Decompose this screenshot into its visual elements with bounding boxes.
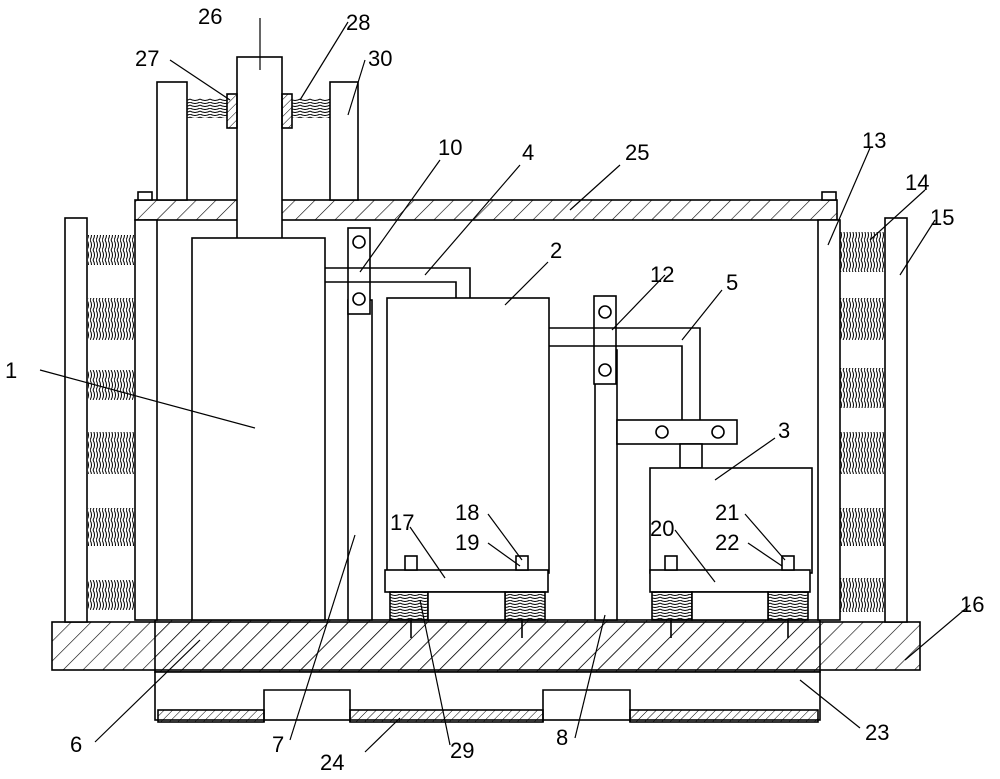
label-30: 30 [368,46,392,71]
mount-20 [649,569,811,593]
top-plate [134,199,838,221]
label-27: 27 [135,46,159,71]
bracket-12 [593,295,617,385]
label-20: 20 [650,516,674,541]
label-19: 19 [455,530,479,555]
label-17: 17 [390,510,414,535]
left-outer-post [64,217,88,623]
label-25: 25 [625,140,649,165]
label-28: 28 [346,10,370,35]
label-23: 23 [865,720,889,745]
mount-17 [384,569,549,593]
label-14: 14 [905,170,929,195]
label-1: 1 [5,358,17,383]
right-wall [817,219,841,621]
label-5: 5 [726,270,738,295]
label-2: 2 [550,238,562,263]
part-labels: 1 2 3 4 5 6 7 8 10 12 13 14 15 16 17 18 … [5,4,984,775]
module-1 [191,237,326,621]
label-10: 10 [438,135,462,160]
bracket-10 [347,227,371,315]
divider-7 [347,299,373,621]
screw-rod [236,56,283,241]
left-springs [88,235,135,610]
label-26: 26 [198,4,222,29]
pipe-4 [325,267,471,300]
label-12: 12 [650,262,674,287]
label-16: 16 [960,592,984,617]
label-15: 15 [930,205,954,230]
right-block [281,93,293,129]
divider-8 [594,349,618,621]
right-springs [840,232,885,612]
label-4: 4 [522,140,534,165]
bottom-base [154,619,821,673]
label-22: 22 [715,530,739,555]
label-6: 6 [70,732,82,757]
label-29: 29 [450,738,474,763]
right-spring-28 [292,98,330,118]
right-support [329,81,359,201]
label-18: 18 [455,500,479,525]
leader-lines [39,18,971,753]
label-7: 7 [272,732,284,757]
label-3: 3 [778,418,790,443]
label-13: 13 [862,128,886,153]
left-block [226,93,238,129]
label-24: 24 [320,750,344,775]
left-support [156,81,188,201]
module-2 [386,297,550,574]
left-wall [134,219,158,621]
label-8: 8 [556,725,568,750]
pipe-5 [549,327,701,420]
right-outer-post [884,217,908,623]
left-spring-27 [187,98,227,118]
label-21: 21 [715,500,739,525]
